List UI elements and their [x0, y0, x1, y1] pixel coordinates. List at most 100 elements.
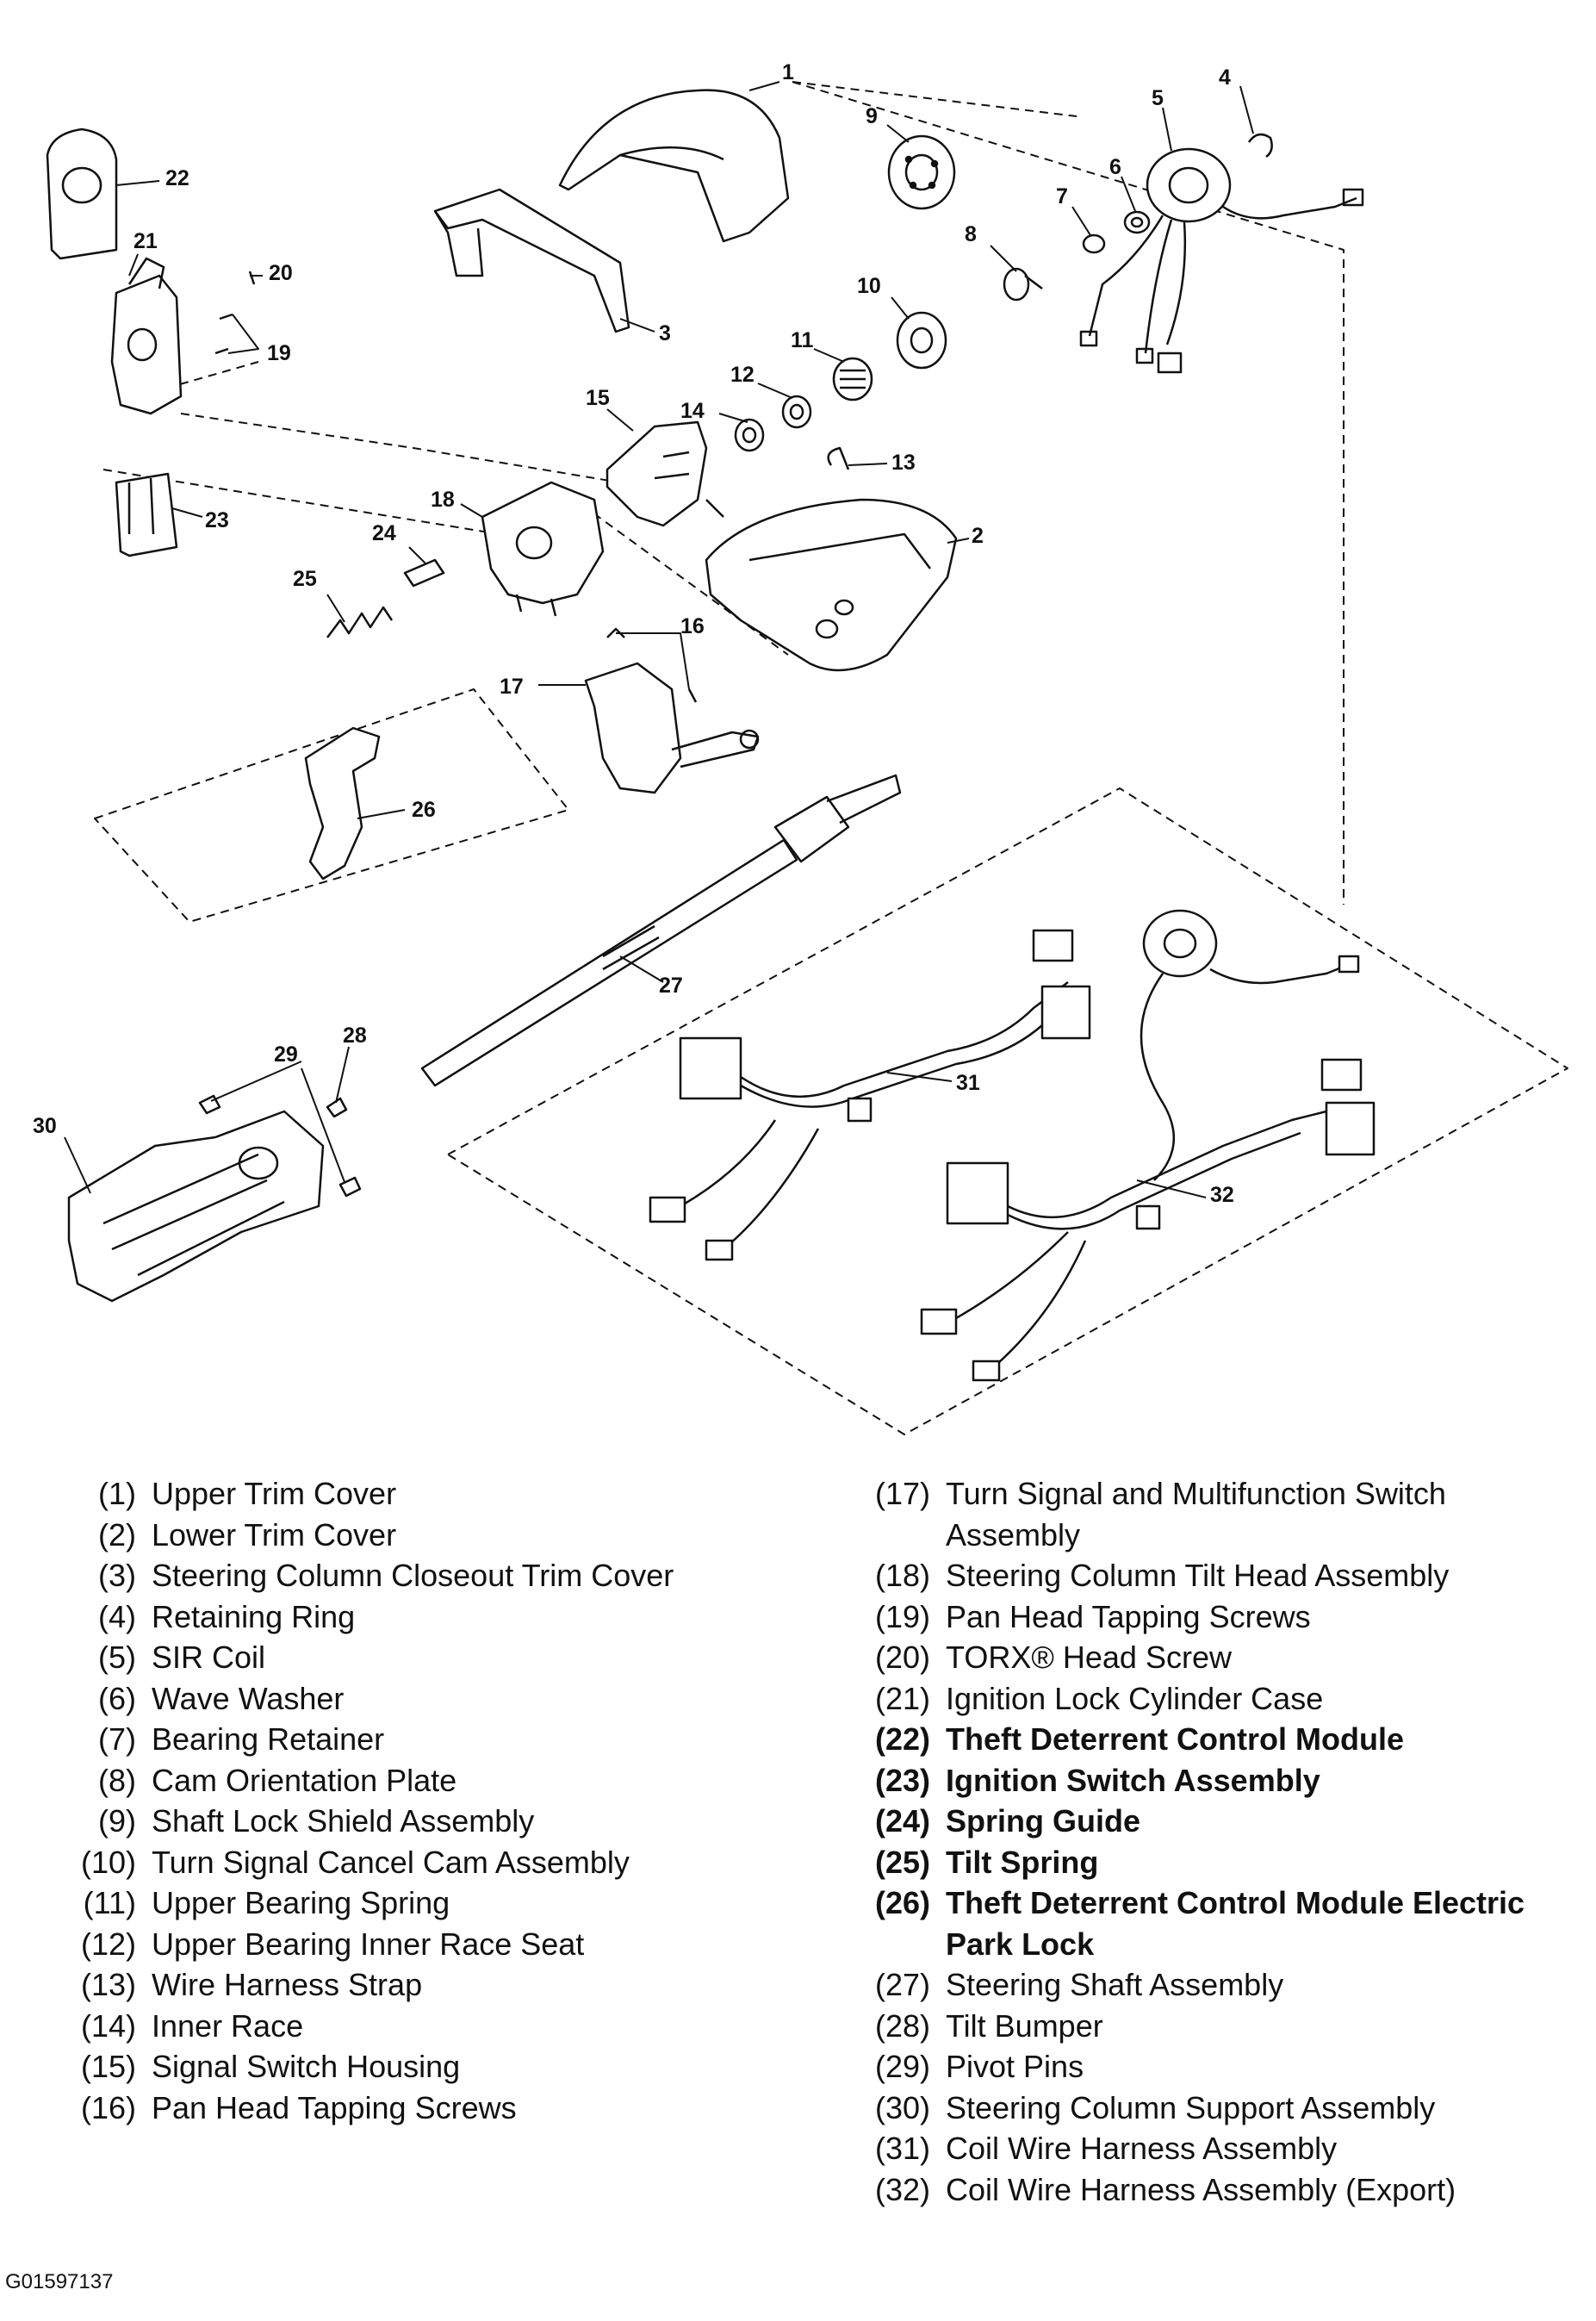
legend-item: (20)TORX® Head Screw: [844, 1637, 1585, 1678]
legend-item: (25)Tilt Spring: [844, 1842, 1585, 1883]
legend-item-number: (32): [874, 2171, 930, 2207]
legend-item: (10) Turn Signal Cancel Cam Assembly: [60, 1842, 818, 1883]
callout-17: 17: [500, 675, 524, 699]
callout-30: 30: [33, 1114, 57, 1138]
theft-deterrent-module-part: [46, 128, 118, 260]
legend-item-label: Pan Head Tapping Screws: [946, 1598, 1311, 1634]
legend-item-label: Wave Washer: [152, 1680, 345, 1716]
legend-item-number: (30): [874, 2089, 930, 2125]
legend-item-number: (2): [98, 1516, 136, 1553]
callout-9: 9: [866, 104, 878, 128]
legend-item-label: Shaft Lock Shield Assembly: [152, 1803, 535, 1839]
legend-item-number: (19): [874, 1598, 930, 1634]
callout-13: 13: [891, 451, 916, 475]
callout-21: 21: [134, 229, 158, 253]
legend-item-label: Upper Trim Cover: [152, 1476, 397, 1511]
callout-23: 23: [205, 508, 229, 532]
callout-2: 2: [972, 524, 984, 548]
inner-race-part: [734, 418, 765, 452]
legend-item: (2) Lower Trim Cover: [60, 1515, 818, 1556]
callout-10: 10: [857, 274, 881, 298]
legend-item-label: Theft Deterrent Control Module: [946, 1721, 1404, 1758]
figure-id: G01597137: [5, 2270, 114, 2293]
callout-14: 14: [680, 399, 705, 423]
legend-item-label: Tilt Spring: [946, 1844, 1099, 1880]
callout-1: 1: [782, 60, 794, 84]
legend-item-label: Upper Bearing Spring: [152, 1885, 450, 1921]
callout-7: 7: [1056, 184, 1068, 208]
legend-item: (19) Pan Head Tapping Screws: [844, 1596, 1585, 1638]
legend-item: (9)Shaft Lock Shield Assembly: [60, 1801, 818, 1842]
legend-item-label: Signal Switch Housing: [152, 2049, 461, 2085]
callout-25: 25: [293, 567, 317, 591]
wire-harness-strap-part: [827, 446, 850, 470]
coil-wire-harness-part: [649, 929, 1091, 1261]
legend-item: (27)Steering Shaft Assembly: [844, 1964, 1585, 2006]
steering-column-support-part: [67, 1110, 325, 1303]
legend-item-number: (29): [874, 2049, 930, 2085]
legend-item: (21) Ignition Lock Cylinder Case: [844, 1678, 1585, 1720]
torx-screw-part: [248, 271, 256, 285]
legend-item-number: (1): [98, 1476, 136, 1511]
legend-item: (11) Upper Bearing Spring: [60, 1882, 818, 1924]
legend-item-number: (12): [80, 1926, 136, 1962]
legend-item-number: (3): [98, 1558, 136, 1594]
legend-item-number: (21): [874, 1680, 930, 1716]
callout-numbers: 1 2 3 4 5 6 7 8 9 10 11 12 13 14 15 16 1…: [33, 60, 1234, 1207]
legend-item: (16) Pan Head Tapping Screws: [60, 2088, 818, 2129]
legend-item: (29)Pivot Pins: [844, 2046, 1585, 2088]
legend-item-label: Inner Race: [152, 2007, 304, 2044]
callout-26: 26: [412, 798, 436, 822]
legend-item: (14)Inner Race: [60, 2006, 818, 2047]
callout-19: 19: [267, 341, 291, 365]
parts-legend-left: (1) Upper Trim Cover (2) Lower Trim Cover (3…: [60, 1473, 818, 2128]
closeout-trim-cover-part: [433, 188, 630, 333]
turn-signal-switch-part: [584, 662, 760, 794]
legend-item-label: Ignition Switch Assembly: [946, 1762, 1320, 1798]
shaft-lock-shield-part: [887, 134, 956, 210]
legend-item-number: (6): [98, 1680, 136, 1716]
legend-item: (30) Steering Column Support Assembly: [844, 2088, 1585, 2129]
legend-item-label: Steering Shaft Assembly: [946, 1967, 1284, 2003]
legend-item-label: Upper Bearing Inner Race Seat: [152, 1926, 585, 1962]
electric-park-lock-part: [304, 726, 381, 880]
legend-item: (18)Steering Column Tilt Head Assembly: [844, 1555, 1585, 1596]
legend-item-label: Turn Signal Cancel Cam Assembly: [152, 1844, 630, 1880]
legend-item-number: (10): [80, 1844, 136, 1880]
legend-item: (5)SIR Coil: [60, 1637, 818, 1678]
spring-guide-part: [403, 558, 445, 588]
legend-item-label: Coil Wire Harness Assembly (Export): [946, 2171, 1456, 2207]
legend-item-label: TORX® Head Screw: [946, 1640, 1232, 1676]
legend-item-number: (13): [80, 1967, 136, 2003]
legend-item-number: (5): [98, 1640, 136, 1676]
callout-5: 5: [1152, 86, 1164, 110]
pivot-pins-part: [198, 1094, 362, 1198]
legend-item-label: Steering Column Tilt Head Assembly: [946, 1558, 1450, 1594]
legend-item-number: (17): [874, 1476, 930, 1511]
exploded-parts-diagram: 1 2 3 4 5 6 7 8 9 10 11 12 13 14 15 16 1…: [33, 60, 1568, 1435]
callout-28: 28: [343, 1024, 367, 1048]
tilt-head-assembly-part: [481, 481, 605, 617]
legend-item-label: Lower Trim Cover: [152, 1516, 397, 1553]
callout-8: 8: [965, 222, 977, 246]
coil-wire-harness-export-part: [920, 909, 1376, 1382]
legend-item-label: Pan Head Tapping Screws: [152, 2089, 517, 2125]
callout-24: 24: [372, 521, 396, 545]
callout-15: 15: [586, 386, 610, 410]
legend-item-label: Steering Column Support Assembly: [946, 2089, 1436, 2125]
legend-item-label: Steering Column Closeout Trim Cover: [152, 1558, 674, 1594]
legend-item-number: (16): [80, 2089, 136, 2125]
legend-item-label: Wire Harness Strap: [152, 1967, 423, 2003]
callout-32: 32: [1210, 1183, 1234, 1207]
callout-20: 20: [269, 261, 293, 285]
legend-item: (1) Upper Trim Cover: [60, 1473, 818, 1515]
legend-item: (17)Turn Signal and Multifunction Switch…: [844, 1473, 1585, 1555]
legend-item: (31)Coil Wire Harness Assembly: [844, 2128, 1585, 2169]
legend-item-number: (11): [83, 1885, 136, 1921]
callout-16: 16: [680, 614, 705, 638]
pan-head-screws-19-part: [214, 313, 233, 355]
legend-item: (8)Cam Orientation Plate: [60, 1760, 818, 1801]
bearing-retainer-part: [1082, 233, 1106, 254]
lower-trim-cover-part: [705, 498, 958, 672]
legend-item-label: Ignition Lock Cylinder Case: [946, 1680, 1324, 1716]
